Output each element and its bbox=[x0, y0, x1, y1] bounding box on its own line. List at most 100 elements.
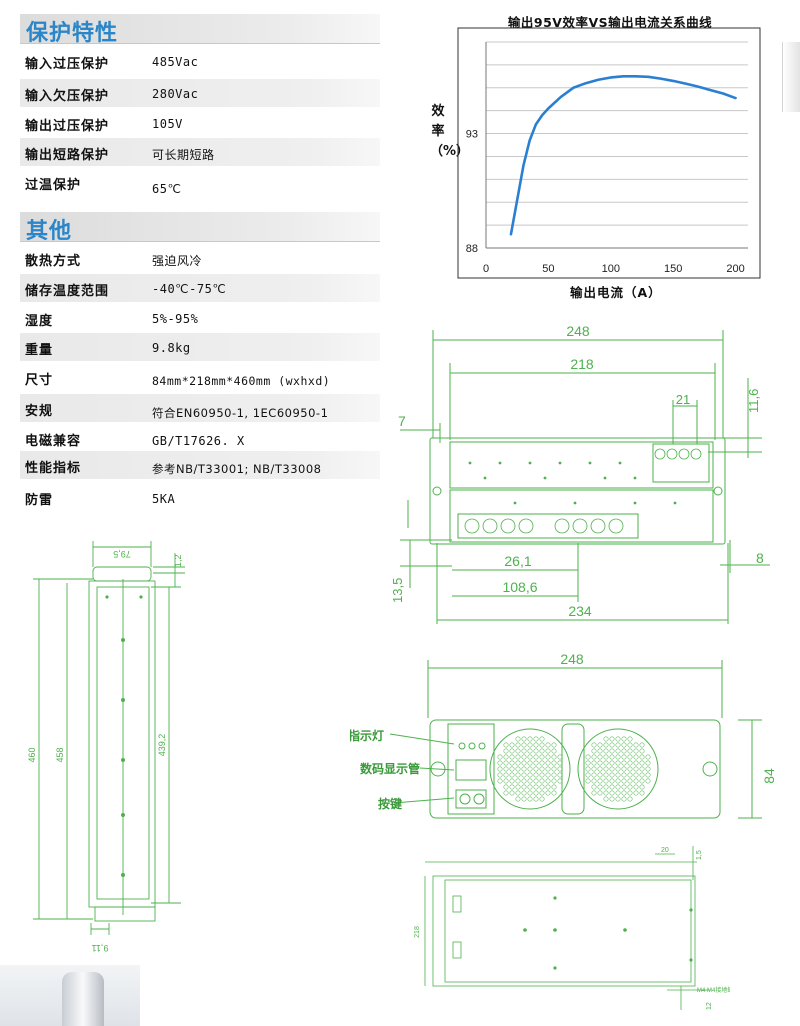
fan-grille-hole bbox=[627, 760, 633, 766]
fan-grille-hole bbox=[645, 760, 651, 766]
chart-x-tick-label: 100 bbox=[602, 263, 620, 275]
fan-grille-hole bbox=[503, 790, 509, 796]
fan-grille-hole bbox=[515, 778, 521, 784]
fan-grille-hole bbox=[533, 760, 539, 766]
protection-section-header: 保护特性 bbox=[20, 14, 380, 46]
spec-label: 性能指标 bbox=[25, 461, 82, 476]
fan-grille-hole bbox=[597, 748, 603, 754]
side-dim-foot: 9,11 bbox=[92, 943, 109, 953]
fan-grille-hole bbox=[545, 772, 551, 778]
fan-grille-hole bbox=[533, 766, 539, 772]
front-dim-right-offset: 8 bbox=[756, 550, 764, 566]
front-view-drawing: 248 218 21 11,6 7 8 13,5 26,1 108,6 234 bbox=[390, 323, 770, 624]
spec-label: 输出过压保护 bbox=[25, 119, 110, 134]
top-view-drawing: 20 1,5 218 M4 12 M4接地螺钉 bbox=[414, 846, 730, 1010]
fan-grille-hole bbox=[621, 772, 627, 778]
fan-grille-hole bbox=[509, 748, 515, 754]
fan-grille-hole bbox=[621, 796, 627, 802]
fan-grille-hole bbox=[621, 760, 627, 766]
fan-grille-hole bbox=[609, 778, 615, 784]
fan-grille-hole bbox=[621, 778, 627, 784]
fan-grille-hole bbox=[597, 784, 603, 790]
chart-frame bbox=[457, 27, 761, 279]
fan-grille-hole bbox=[639, 790, 645, 796]
spec-row-storage-temp: 储存温度范围 -40℃-75℃ bbox=[20, 274, 380, 302]
fan-grille-hole bbox=[551, 742, 557, 748]
fan-grille-hole bbox=[527, 766, 533, 772]
front-dim-base-width: 234 bbox=[568, 603, 592, 619]
fan-grille-hole bbox=[603, 772, 609, 778]
fan-grille-hole bbox=[621, 742, 627, 748]
chart-x-tick-label: 0 bbox=[483, 263, 489, 275]
fan-grille-hole bbox=[621, 790, 627, 796]
front-dim-port-span: 108,6 bbox=[502, 579, 537, 595]
fan-grille-hole bbox=[615, 754, 621, 760]
fan-grille-hole bbox=[585, 760, 591, 766]
panel-dim-height: 84 bbox=[761, 768, 777, 784]
spec-label: 湿度 bbox=[25, 314, 54, 329]
spec-row-humidity: 湿度 5%-95% bbox=[20, 304, 380, 332]
spec-value: 485Vac bbox=[152, 55, 199, 69]
page-edge-tab bbox=[782, 42, 800, 112]
chart-title: 输出95V效率VS输出电流关系曲线 bbox=[507, 15, 713, 30]
fan-grille-hole bbox=[627, 766, 633, 772]
fan-grille-hole bbox=[639, 784, 645, 790]
fan-grille-hole bbox=[597, 778, 603, 784]
fan-grille-hole bbox=[633, 766, 639, 772]
spec-value: 强迫风冷 bbox=[152, 254, 203, 268]
fan-grille-hole bbox=[597, 766, 603, 772]
spec-row-emc: 电磁兼容 GB/T17626. X bbox=[20, 424, 380, 452]
side-dim-total-depth: 460 bbox=[27, 747, 37, 762]
fan-grille-hole bbox=[591, 778, 597, 784]
fan-grille-hole bbox=[603, 754, 609, 760]
fan-grille-hole bbox=[603, 796, 609, 802]
efficiency-series-line bbox=[509, 75, 737, 236]
chart-y-tick-label: 93 bbox=[466, 129, 478, 141]
fan-grille-hole bbox=[545, 778, 551, 784]
fan-grille-hole bbox=[603, 790, 609, 796]
fan-grille-hole bbox=[551, 754, 557, 760]
other-section-title: 其他 bbox=[26, 219, 73, 244]
fan-grille-hole bbox=[503, 766, 509, 772]
fan-grille-hole bbox=[509, 760, 515, 766]
fan-grille-hole bbox=[539, 790, 545, 796]
fan-grille-hole bbox=[645, 754, 651, 760]
fan-grille-hole bbox=[503, 772, 509, 778]
fan-grille-hole bbox=[497, 766, 503, 772]
spec-row-short-circuit: 输出短路保护 可长期短路 bbox=[20, 138, 380, 166]
fan-grille-hole bbox=[633, 742, 639, 748]
spec-label: 防雷 bbox=[25, 493, 54, 508]
fan-grille-hole bbox=[609, 748, 615, 754]
spec-value: 280Vac bbox=[152, 87, 199, 101]
fan-grille-hole bbox=[533, 748, 539, 754]
fan-grille-hole bbox=[521, 742, 527, 748]
chart-y-tick-label: 88 bbox=[466, 243, 478, 255]
fan-grille-hole bbox=[545, 766, 551, 772]
side-dim-inner-depth: 439,2 bbox=[157, 734, 167, 757]
fan-grille-hole bbox=[539, 784, 545, 790]
spec-row-safety: 安规 符合EN60950-1, 1EC60950-1 bbox=[20, 394, 380, 422]
other-section-header: 其他 bbox=[20, 212, 380, 244]
fan-grille-hole bbox=[627, 736, 633, 742]
fan-grille-hole bbox=[527, 784, 533, 790]
fan-grille-hole bbox=[585, 772, 591, 778]
front-dim-width: 248 bbox=[566, 323, 590, 339]
fan-grille-hole bbox=[515, 748, 521, 754]
top-dim-offset: 20 bbox=[661, 847, 669, 854]
fan-grille-hole bbox=[551, 778, 557, 784]
fan-grille-hole bbox=[615, 760, 621, 766]
fan-grille-hole bbox=[633, 772, 639, 778]
fan-grille-hole bbox=[497, 772, 503, 778]
fan-grille-hole bbox=[609, 760, 615, 766]
fan-grille-hole bbox=[597, 760, 603, 766]
fan-grille-hole bbox=[497, 778, 503, 784]
fan-grille-hole bbox=[609, 736, 615, 742]
fan-grille-hole bbox=[609, 784, 615, 790]
fan-grille-hole bbox=[621, 784, 627, 790]
fan-grille-hole bbox=[527, 790, 533, 796]
spec-label: 过温保护 bbox=[25, 178, 82, 193]
fan-grille-hole bbox=[627, 754, 633, 760]
fan-grille-hole bbox=[551, 748, 557, 754]
chart-x-tick-label: 150 bbox=[664, 263, 682, 275]
product-photo-part bbox=[62, 972, 104, 1026]
